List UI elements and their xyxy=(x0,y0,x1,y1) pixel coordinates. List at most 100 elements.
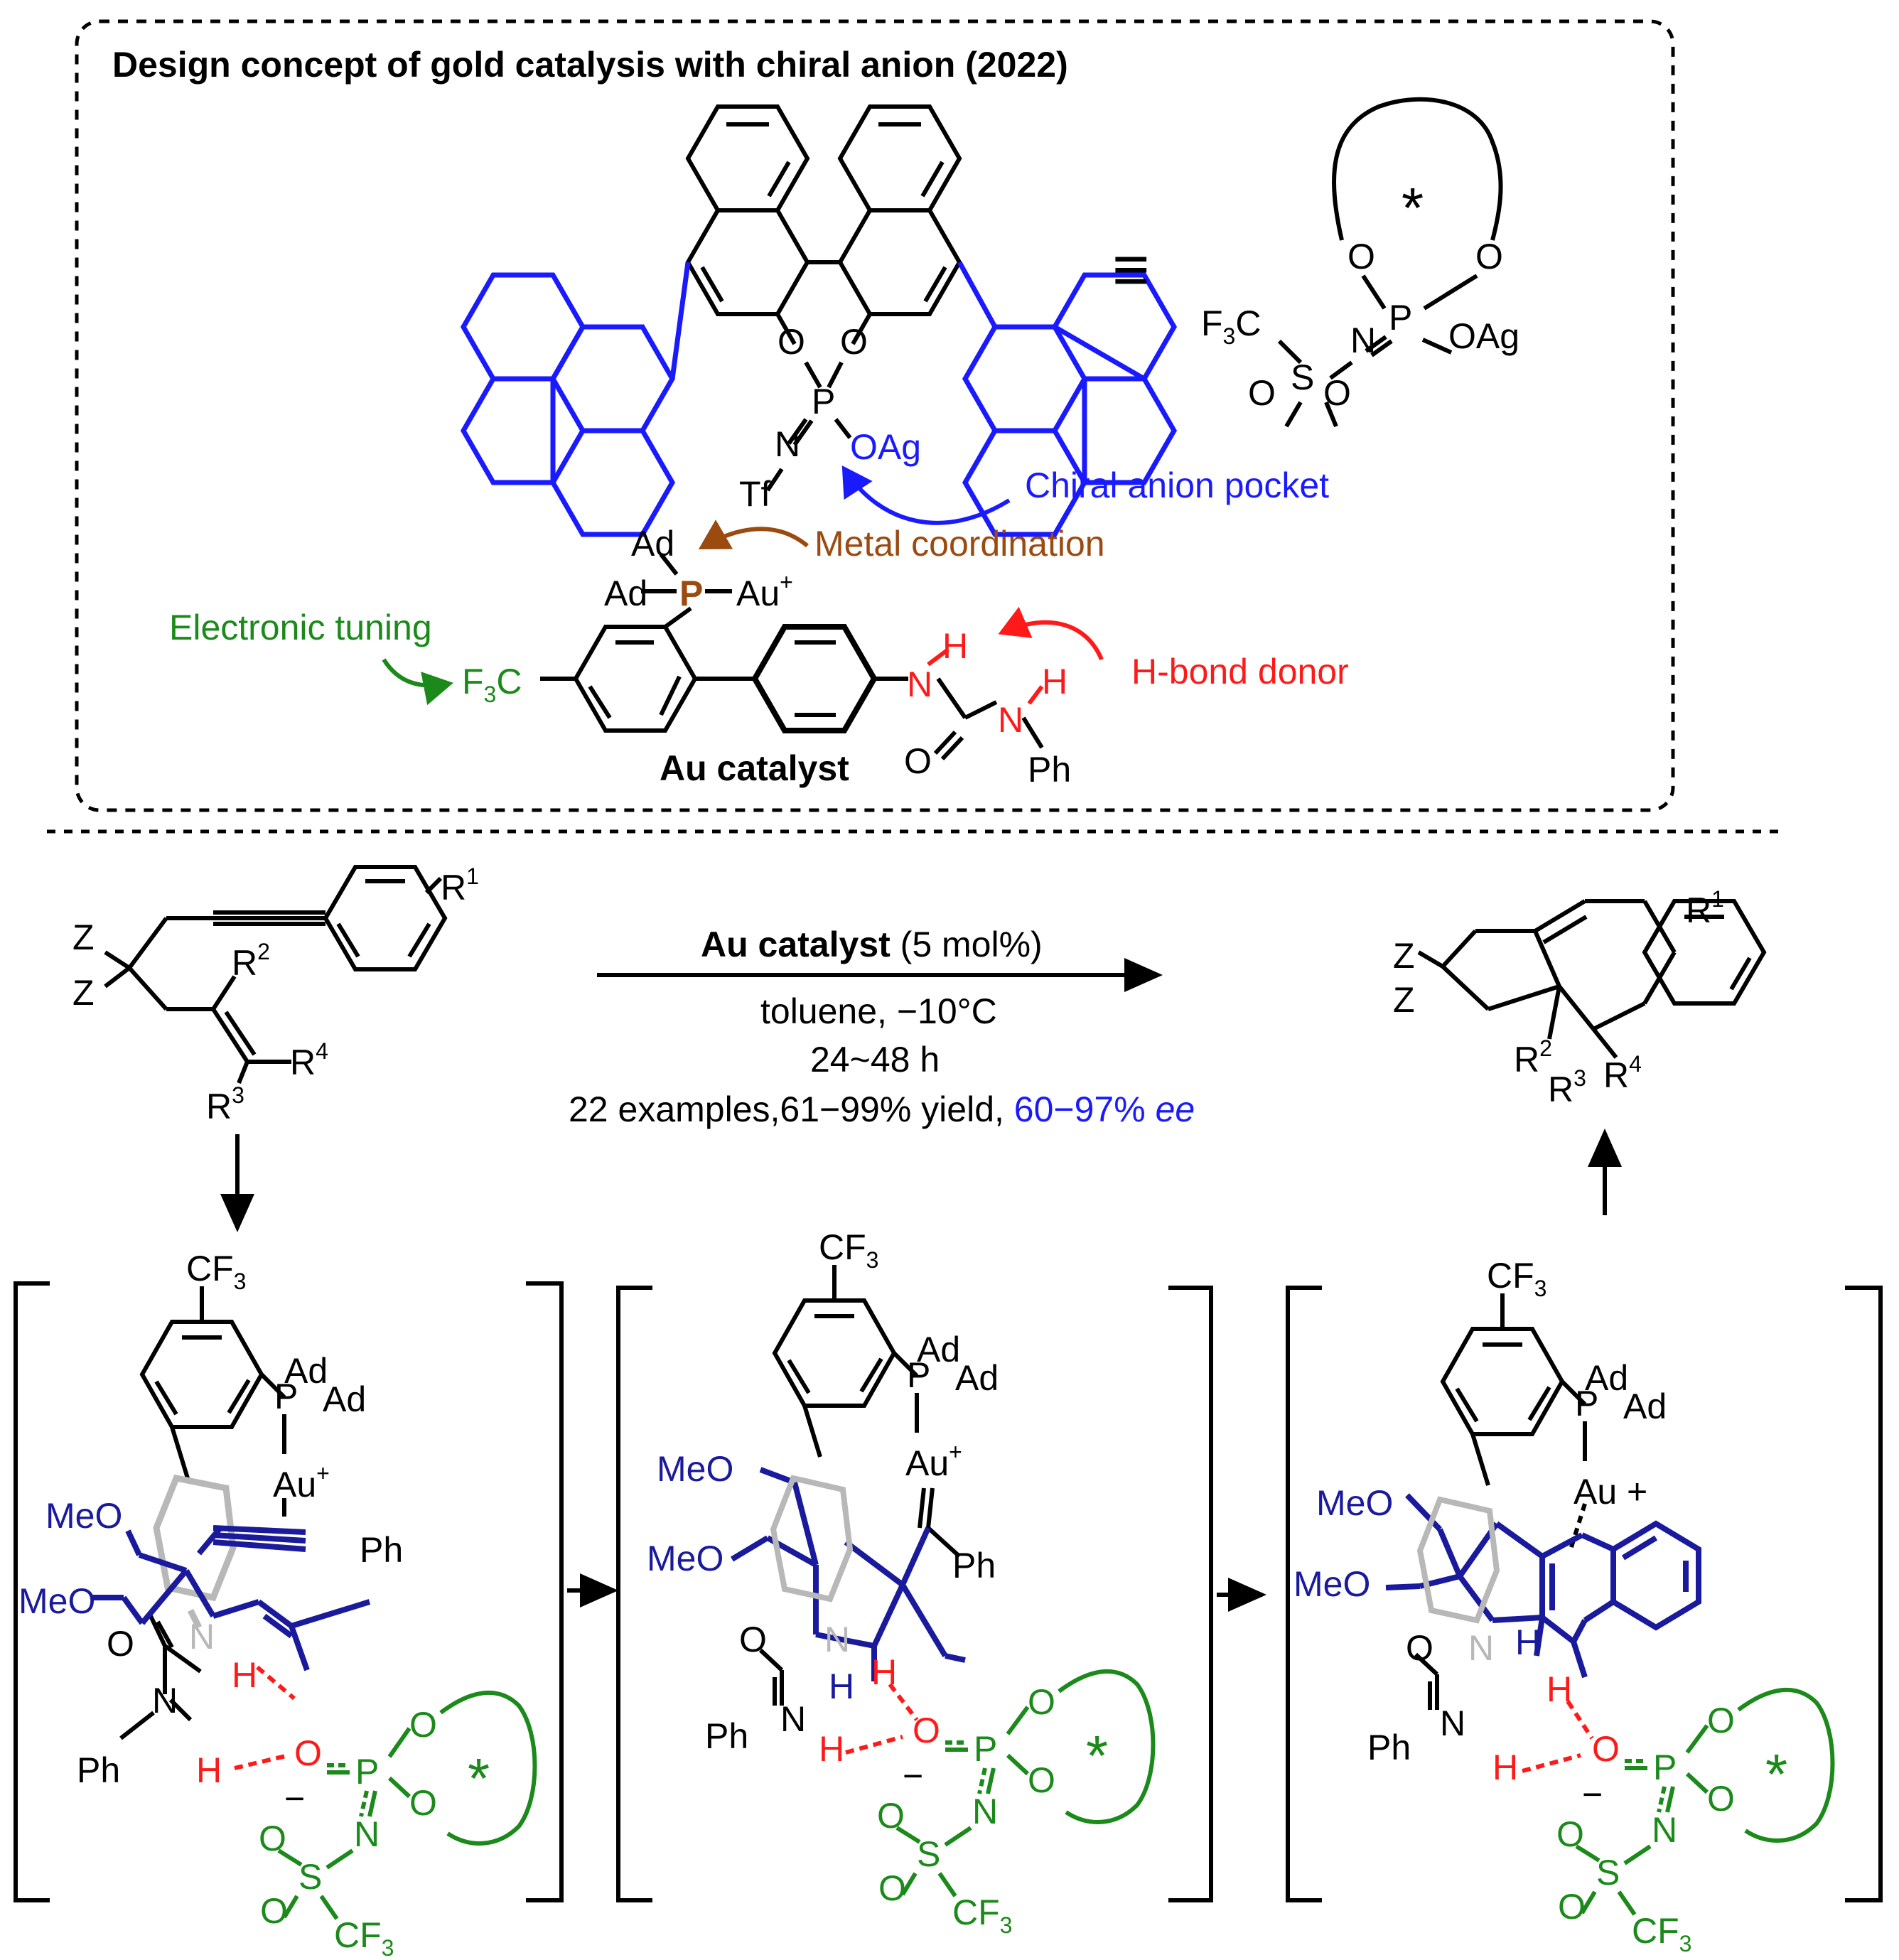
box-title: Design concept of gold catalysis with ch… xyxy=(112,45,1068,85)
svg-text:S: S xyxy=(298,1857,322,1897)
cat-Ph: Ph xyxy=(1028,750,1071,790)
catalyst-H-bonds xyxy=(927,647,1044,705)
svg-text:N: N xyxy=(152,1681,178,1721)
metal-coordination-arrow xyxy=(698,519,809,550)
svg-text:N: N xyxy=(824,1620,850,1659)
generic-O3: O xyxy=(1248,373,1276,413)
svg-text:N: N xyxy=(1440,1703,1465,1743)
svg-text:H: H xyxy=(1492,1748,1518,1787)
svg-text:CF3: CF3 xyxy=(952,1892,1012,1938)
cat-N2: N xyxy=(998,700,1023,740)
binol-N: N xyxy=(775,424,800,464)
svg-text:Ad: Ad xyxy=(1623,1386,1667,1426)
binol-Tf: Tf xyxy=(739,474,771,514)
equiv-symbol: ≡ xyxy=(1112,235,1150,306)
intermediate-2-core: Ad Ad P Au+ Ph MeO MeO N H H O N Ph H O … xyxy=(647,1227,1156,1938)
anthryl-right xyxy=(957,261,1178,537)
svg-text:Ad: Ad xyxy=(1585,1358,1628,1398)
product-bonds xyxy=(1417,899,1767,1059)
concept-box xyxy=(75,19,1675,812)
svg-text:*: * xyxy=(468,1747,490,1810)
svg-text:O: O xyxy=(1558,1887,1586,1927)
svg-text:N: N xyxy=(972,1792,998,1831)
svg-text:O: O xyxy=(1707,1779,1735,1819)
svg-text:Au+: Au+ xyxy=(905,1439,962,1483)
anthryl-left xyxy=(460,262,691,537)
electronic-tuning-arrow xyxy=(382,658,453,706)
svg-text:S: S xyxy=(1596,1853,1620,1892)
cat-Au: Au+ xyxy=(736,569,793,613)
svg-text:Ph: Ph xyxy=(360,1530,403,1570)
cat-P: P xyxy=(679,574,703,613)
generic-O1: O xyxy=(1347,237,1375,276)
svg-text:N: N xyxy=(1468,1628,1494,1668)
binol-P: P xyxy=(812,382,835,421)
svg-text:O: O xyxy=(409,1783,437,1823)
svg-text:O: O xyxy=(107,1624,134,1664)
prod-R3: R3 xyxy=(1548,1065,1586,1109)
svg-text:O: O xyxy=(409,1705,437,1745)
svg-text:CF3: CF3 xyxy=(819,1227,878,1273)
svg-text:Ph: Ph xyxy=(952,1546,996,1585)
cond-catalyst: Au catalyst (5 mol%) xyxy=(701,925,1043,964)
sub-R3: R3 xyxy=(206,1082,244,1126)
svg-text:O: O xyxy=(260,1891,288,1931)
hbond-donor-arrow xyxy=(998,606,1104,661)
cat-F3C: F3C xyxy=(462,662,522,707)
svg-text:CF3: CF3 xyxy=(1632,1911,1691,1956)
svg-text:MeO: MeO xyxy=(647,1539,723,1578)
svg-text:MeO: MeO xyxy=(657,1449,733,1489)
svg-text:H: H xyxy=(1546,1669,1572,1709)
prod-R2: R2 xyxy=(1514,1035,1552,1079)
cat-name: Au catalyst xyxy=(660,748,849,788)
brackets xyxy=(14,1281,1883,1902)
svg-text:P: P xyxy=(1653,1748,1677,1787)
svg-text:Ad: Ad xyxy=(284,1351,328,1391)
svg-text:O: O xyxy=(739,1620,767,1659)
svg-text:O: O xyxy=(294,1733,322,1773)
svg-text:MeO: MeO xyxy=(1293,1564,1370,1604)
svg-text:Au +: Au + xyxy=(1573,1472,1647,1512)
cat-O: O xyxy=(904,741,932,781)
svg-text:O: O xyxy=(1592,1729,1620,1769)
svg-text:Au+: Au+ xyxy=(273,1460,330,1504)
cond-time: 24~48 h xyxy=(810,1040,940,1079)
substrate-bonds xyxy=(104,865,448,1084)
svg-text:CF3: CF3 xyxy=(1487,1256,1546,1301)
intermediate-3: Ad Ad P Au + MeO MeO N H H O N Ph H O P … xyxy=(1293,1256,1835,1956)
generic-P: P xyxy=(1389,298,1412,338)
svg-text:Ad: Ad xyxy=(323,1379,366,1419)
binol-OAg: OAg xyxy=(850,427,921,467)
catalyst-bonds xyxy=(540,553,1044,761)
svg-text:H: H xyxy=(196,1750,222,1790)
sub-R1: R1 xyxy=(441,863,479,908)
binol-scaffold xyxy=(685,104,962,492)
cat-Ad2: Ad xyxy=(604,574,647,613)
svg-text:Ph: Ph xyxy=(705,1716,748,1756)
svg-text:O: O xyxy=(913,1711,940,1750)
hbond-donor-label: H-bond donor xyxy=(1131,652,1349,691)
cat-H2: H xyxy=(1042,662,1067,701)
svg-text:S: S xyxy=(917,1834,940,1874)
cond-solvent-temp: toluene, −10°C xyxy=(760,991,997,1031)
svg-text:Ph: Ph xyxy=(77,1750,120,1790)
svg-text:P: P xyxy=(1575,1384,1598,1423)
electronic-tuning-label: Electronic tuning xyxy=(169,608,432,647)
svg-text:MeO: MeO xyxy=(18,1581,95,1621)
svg-text:N: N xyxy=(354,1814,380,1854)
prod-R4: R4 xyxy=(1603,1051,1642,1095)
svg-text:MeO: MeO xyxy=(45,1496,122,1536)
svg-text:O: O xyxy=(259,1819,286,1858)
svg-text:N: N xyxy=(189,1617,215,1657)
generic-anion-bonds xyxy=(1277,97,1503,428)
svg-text:Ad: Ad xyxy=(917,1330,960,1369)
svg-text:Ad: Ad xyxy=(955,1358,999,1398)
svg-text:O: O xyxy=(877,1796,905,1836)
prod-R1: R1 xyxy=(1686,886,1724,930)
svg-text:−: − xyxy=(903,1756,923,1796)
svg-text:H: H xyxy=(829,1666,854,1706)
svg-text:H: H xyxy=(871,1652,897,1692)
cat-H1: H xyxy=(942,626,968,666)
generic-O4: O xyxy=(1323,373,1351,413)
